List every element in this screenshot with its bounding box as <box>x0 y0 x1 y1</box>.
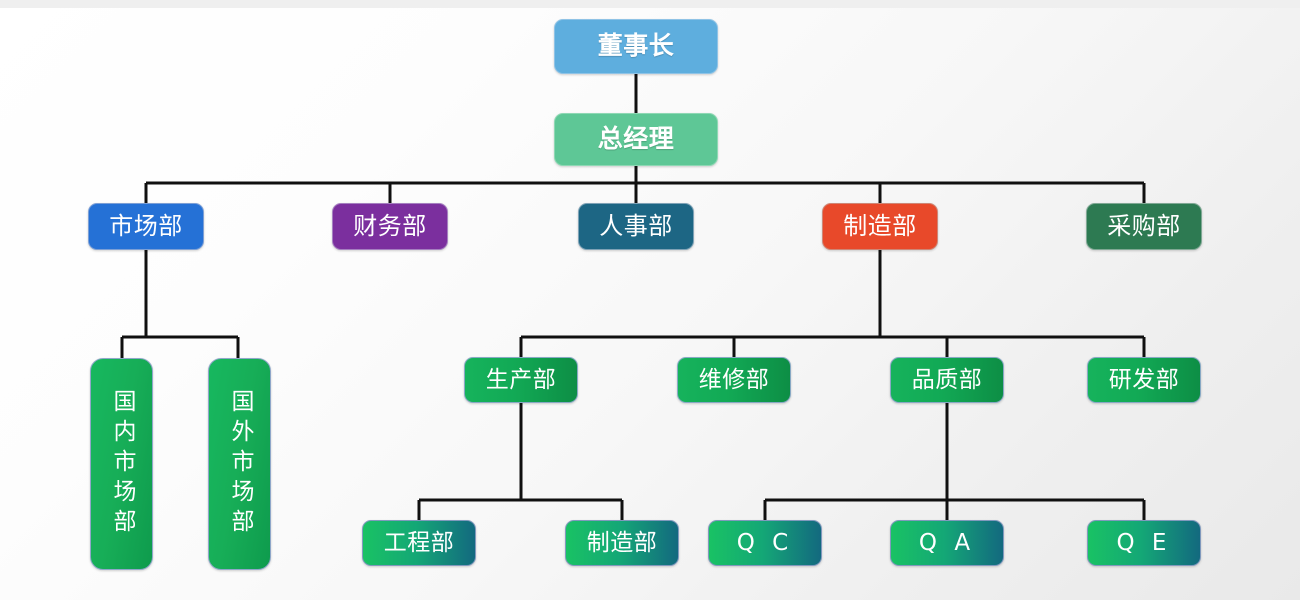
node-rnd-department-label: 研发部 <box>1108 366 1180 393</box>
node-overseas-market-department[interactable]: 国外市场部 <box>208 358 271 570</box>
node-qc[interactable]: Q C <box>708 520 822 566</box>
node-qe-label: Q E <box>1116 529 1172 556</box>
node-production-department-label: 生产部 <box>485 366 557 393</box>
node-manufacturing-department-label: 制造部 <box>843 211 917 240</box>
node-engineering-department[interactable]: 工程部 <box>362 520 476 566</box>
node-finance-department[interactable]: 财务部 <box>332 203 448 250</box>
top-strip <box>0 0 1300 8</box>
node-market-department-label: 市场部 <box>109 211 183 240</box>
node-general-manager-label: 总经理 <box>597 124 675 154</box>
node-domestic-market-department-label: 国内市场部 <box>109 389 135 539</box>
node-chairman-label: 董事长 <box>597 31 675 61</box>
node-qe[interactable]: Q E <box>1087 520 1201 566</box>
node-engineering-department-label: 工程部 <box>383 529 455 556</box>
node-qc-label: Q C <box>736 529 794 556</box>
node-maintenance-department-label: 维修部 <box>698 366 770 393</box>
node-qa-label: Q A <box>918 529 976 556</box>
node-rnd-department[interactable]: 研发部 <box>1087 357 1201 403</box>
node-general-manager[interactable]: 总经理 <box>554 113 718 166</box>
node-finance-department-label: 财务部 <box>353 211 427 240</box>
node-hr-department[interactable]: 人事部 <box>578 203 694 250</box>
node-hr-department-label: 人事部 <box>599 211 673 240</box>
node-purchasing-department-label: 采购部 <box>1107 211 1181 240</box>
node-production-department[interactable]: 生产部 <box>464 357 578 403</box>
node-quality-department[interactable]: 品质部 <box>890 357 1004 403</box>
node-qa[interactable]: Q A <box>890 520 1004 566</box>
node-overseas-market-department-label: 国外市场部 <box>227 389 253 539</box>
node-quality-department-label: 品质部 <box>911 366 983 393</box>
node-chairman[interactable]: 董事长 <box>554 19 718 74</box>
node-domestic-market-department[interactable]: 国内市场部 <box>90 358 153 570</box>
node-manufacturing-sub-department[interactable]: 制造部 <box>565 520 679 566</box>
node-maintenance-department[interactable]: 维修部 <box>677 357 791 403</box>
node-market-department[interactable]: 市场部 <box>88 203 204 250</box>
node-purchasing-department[interactable]: 采购部 <box>1086 203 1202 250</box>
node-manufacturing-department[interactable]: 制造部 <box>822 203 938 250</box>
node-manufacturing-sub-department-label: 制造部 <box>586 529 658 556</box>
